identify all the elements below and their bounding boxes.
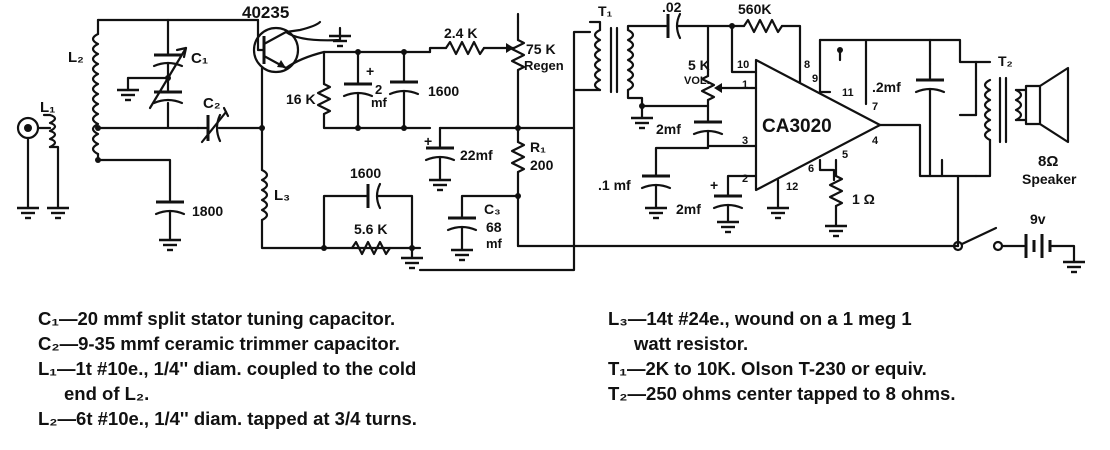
schematic-diagram: L₁ L₂ C₁ 1800 C₂ 40235 (15, 0, 1087, 274)
parts-list-item: L₂—6t #10e., 1/4'' diam. tapped at 3/4 t… (38, 408, 417, 429)
pin-1: 1 (742, 79, 748, 91)
label-16k: 16 K (286, 91, 316, 107)
pin-3: 3 (742, 135, 748, 147)
pin-9: 9 (812, 73, 818, 85)
label-200: 200 (530, 157, 554, 173)
ground-symbol (449, 248, 475, 262)
parts-list-item: watt resistor. (634, 333, 749, 354)
label-5-6k: 5.6 K (354, 221, 387, 237)
resistor-r1 (510, 140, 526, 174)
label-68-mf: mf (486, 236, 503, 251)
transistor-40235 (252, 18, 300, 74)
resistor-560k (742, 18, 784, 34)
pin-10: 10 (737, 59, 749, 71)
ground-symbol (629, 116, 655, 130)
label-0-2mf: .2mf (872, 79, 901, 95)
label-r1: R₁ (530, 139, 546, 155)
label-plus: + (424, 133, 432, 149)
ground-symbol (399, 256, 425, 270)
label-8ohm: 8Ω (1038, 153, 1058, 170)
ground-symbol (427, 178, 453, 192)
pin-5: 5 (842, 149, 848, 161)
parts-list-item: L₁—1t #10e., 1/4'' diam. coupled to the … (38, 358, 417, 379)
label-l2: L₂ (68, 49, 84, 66)
ic-ca3020 (754, 58, 882, 192)
pot-5k (700, 74, 716, 102)
label-9v: 9v (1030, 211, 1046, 227)
label-68: 68 (486, 219, 502, 235)
label-75k: 75 K (526, 41, 556, 57)
label-regen: Regen (524, 58, 564, 73)
ground-symbol (15, 206, 41, 220)
label-560k: 560K (738, 1, 771, 17)
parts-list-item: end of L₂. (64, 383, 150, 404)
label-plus: + (710, 177, 718, 193)
label-c2: C₂ (203, 95, 221, 112)
label-2mf-b: mf (371, 95, 388, 110)
label-0-02: .02 (662, 0, 682, 15)
pin-6: 6 (808, 163, 814, 175)
ground-symbol (765, 206, 791, 220)
resistor-5-6k (350, 240, 392, 256)
label-t2: T₂ (998, 53, 1013, 69)
transformer-t1 (593, 26, 635, 94)
label-t1: T₁ (598, 3, 613, 19)
label-1ohm: 1 Ω (852, 191, 875, 207)
ground-symbol (643, 206, 669, 220)
label-1600-top: 1600 (428, 83, 459, 99)
pin-8: 8 (804, 59, 810, 71)
pot-75k (510, 38, 526, 72)
battery-9v (1024, 234, 1052, 258)
ground-symbol (1061, 260, 1087, 274)
label-transistor: 40235 (242, 3, 289, 22)
pin-2: 2 (742, 173, 748, 185)
coil-l2 (91, 32, 100, 156)
parts-list-item: T₂—250 ohms center tapped to 8 ohms. (608, 383, 956, 404)
capacitor-c2 (200, 106, 230, 144)
coil-l3 (260, 168, 269, 222)
ground-symbol (715, 220, 741, 234)
resistor-2-4k (444, 40, 486, 56)
resistor-16k (316, 82, 332, 116)
coil-l1 (48, 113, 57, 149)
parts-list-item: C₂—9-35 mmf ceramic trimmer capacitor. (38, 333, 400, 354)
transformer-t2 (974, 60, 1023, 144)
antenna-jack (16, 116, 40, 140)
label-l3: L₃ (274, 187, 290, 204)
label-2-4k: 2.4 K (444, 25, 477, 41)
parts-list-right: L₃—14t #24e., wound on a 1 meg 1 watt re… (608, 306, 955, 406)
pin-12: 12 (786, 181, 798, 193)
pin-11: 11 (842, 87, 854, 99)
label-1600-mid: 1600 (350, 165, 381, 181)
ground-symbol (115, 88, 141, 102)
label-2mf-a: 2 (375, 82, 382, 97)
label-0-1mf: .1 mf (598, 177, 631, 193)
speaker-icon (1024, 66, 1070, 144)
label-c3: C₃ (484, 201, 501, 217)
label-2mf-vol: 2mf (656, 121, 681, 137)
pin-4: 4 (872, 135, 879, 147)
pin-7: 7 (872, 101, 878, 113)
label-ic: CA3020 (762, 116, 832, 137)
ground-symbol (157, 238, 183, 252)
parts-list-item: T₁—2K to 10K. Olson T-230 or equiv. (608, 358, 927, 379)
parts-list-left: C₁—20 mmf split stator tuning capacitor.… (38, 306, 417, 431)
ground-symbol (823, 224, 849, 238)
label-l1: L₁ (40, 99, 55, 116)
label-vol: VOL. (684, 75, 710, 87)
label-22mf: 22mf (460, 147, 493, 163)
resistor-1ohm (828, 174, 844, 208)
label-plus: + (366, 63, 374, 79)
label-1800: 1800 (192, 203, 223, 219)
label-c1: C₁ (191, 50, 208, 67)
label-2mf-pin2: 2mf (676, 201, 701, 217)
label-5k: 5 K (688, 57, 710, 73)
ground-symbol (45, 206, 71, 220)
label-speaker: Speaker (1022, 171, 1077, 187)
parts-list-item: C₁—20 mmf split stator tuning capacitor. (38, 308, 396, 329)
parts-list-item: L₃—14t #24e., wound on a 1 meg 1 (608, 308, 912, 329)
